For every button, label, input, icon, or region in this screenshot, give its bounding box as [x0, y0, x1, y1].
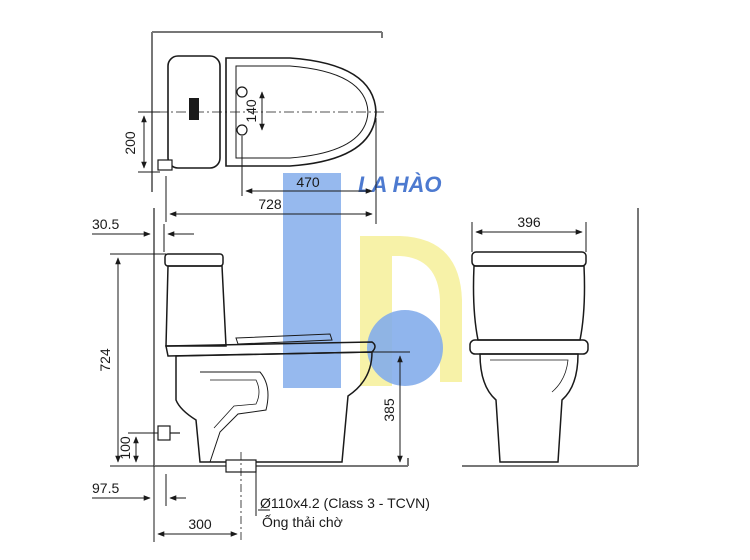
side-trapway-inner	[210, 379, 260, 429]
side-bowl-body	[175, 351, 373, 463]
dim-label-offset: 97.5	[92, 480, 119, 496]
dim-label-outlet-distance: 300	[188, 516, 212, 532]
side-trapway	[200, 371, 269, 463]
front-tank-lid	[471, 251, 587, 267]
logo-yellow-shape	[360, 236, 462, 382]
top-water-inlet	[157, 159, 173, 171]
dim-width	[471, 222, 587, 252]
dim-bowl-length	[241, 118, 377, 224]
logo-blue-bar	[283, 173, 341, 388]
top-seat-inner	[235, 65, 369, 159]
dim-label-seat-holes: 140	[243, 99, 259, 123]
top-flush-button	[189, 98, 199, 120]
top-seat-hole-2	[236, 124, 248, 136]
dim-offset	[92, 466, 186, 506]
side-seat-lid	[235, 333, 333, 345]
dim-top-depth	[138, 111, 160, 173]
front-seat	[469, 339, 589, 355]
dim-label-height: 724	[97, 348, 113, 372]
brand-watermark: LA HÀO	[283, 172, 462, 388]
front-bowl	[479, 353, 579, 463]
dim-label-top-depth: 200	[122, 131, 138, 155]
dim-label-bowl-length: 470	[296, 174, 320, 190]
dim-label-seat-height: 385	[381, 398, 397, 422]
dim-inlet-height	[128, 432, 158, 463]
side-tank-body	[165, 265, 227, 347]
logo-blue-circle	[367, 310, 443, 386]
pipe-callout	[255, 466, 270, 516]
brand-name: LA HÀO	[358, 172, 442, 197]
front-bowl-inner	[490, 359, 569, 393]
dim-label-wall-gap: 30.5	[92, 216, 119, 232]
dim-height	[110, 253, 166, 467]
dim-wall-gap	[92, 224, 194, 252]
dim-outlet-distance	[153, 506, 238, 542]
dim-label-total-length: 728	[258, 196, 282, 212]
front-view	[462, 208, 639, 467]
top-view	[140, 31, 385, 192]
side-inlet-valve	[157, 425, 171, 441]
side-view	[153, 208, 410, 540]
dim-total-length	[165, 176, 373, 222]
pipe-label-note: Ống thải chờ	[262, 513, 343, 530]
side-tank-lid	[164, 253, 224, 267]
front-tank-body	[472, 265, 586, 341]
top-seat-hole-1	[236, 86, 248, 98]
dim-label-width: 396	[517, 214, 541, 230]
dim-label-inlet-height: 100	[117, 436, 133, 460]
pipe-spec-note: Ø110x4.2 (Class 3 - TCVN)	[260, 495, 430, 511]
